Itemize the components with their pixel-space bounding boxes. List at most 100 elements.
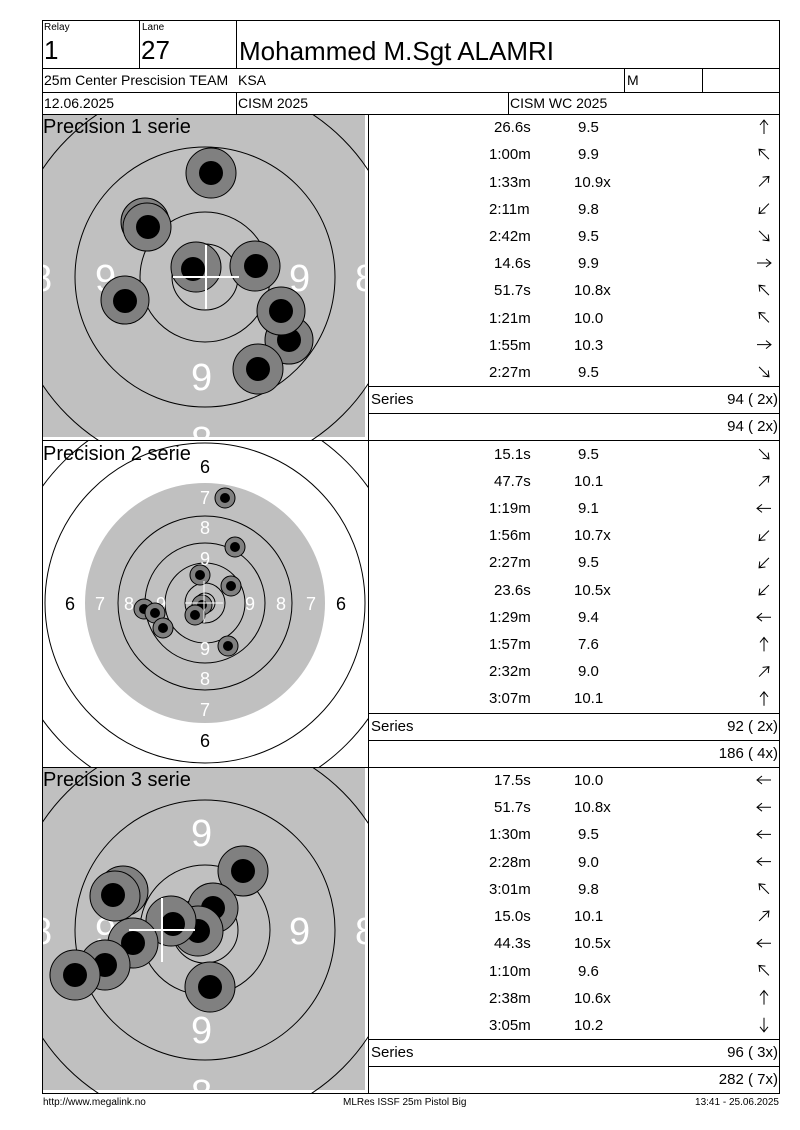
ring-label: 9	[289, 258, 310, 300]
direction-arrow-up-right-icon	[758, 666, 770, 677]
footer-timestamp: 13:41 - 25.06.2025	[695, 1097, 779, 1108]
shot-time: 3:01m	[489, 881, 531, 898]
shot-score: 7.6	[578, 636, 599, 653]
shot-time: 2:27m	[489, 364, 531, 381]
shot-score: 9.5	[578, 119, 599, 136]
shot-holes	[100, 147, 314, 395]
shot-time: 1:55m	[489, 337, 531, 354]
ring-label: 7	[200, 700, 210, 720]
direction-arrow-left-icon	[756, 938, 771, 948]
direction-arrow-up-right-icon	[758, 910, 770, 922]
shot-score: 9.9	[578, 255, 599, 272]
lane-number: 27	[141, 35, 170, 65]
shot-time: 14.6s	[494, 255, 531, 272]
shot-time: 47.7s	[494, 473, 531, 490]
shot-time: 1:57m	[489, 636, 531, 653]
ring-label: 6	[200, 457, 210, 477]
event-name: 25m Center Prescision TEAM	[44, 73, 229, 87]
shot-hole	[256, 286, 306, 336]
shot-score: 9.0	[578, 854, 599, 871]
direction-arrow-down-left-icon	[758, 557, 770, 569]
direction-arrow-right-icon	[757, 258, 772, 268]
direction-arrow-down-right-icon	[758, 448, 770, 460]
ring-label: 9	[156, 594, 166, 614]
relay-label: Relay	[44, 22, 70, 33]
shot-time: 51.7s	[494, 799, 531, 816]
direction-arrow-up-left-icon	[758, 284, 770, 296]
shot-score: 10.7x	[574, 527, 611, 544]
shot-score: 9.1	[578, 500, 599, 517]
shot-time: 1:19m	[489, 500, 531, 517]
shot-hole	[217, 845, 269, 897]
shot-score: 9.0	[578, 663, 599, 680]
series-label: Series	[371, 391, 414, 408]
shot-hole	[100, 275, 150, 325]
shot-hole	[185, 147, 237, 199]
target-series-2: 6 7 8 9 6 7 8 9 9 8 7 6 9 8 7 6	[43, 441, 368, 767]
shot-time: 3:07m	[489, 690, 531, 707]
shot-hole	[214, 487, 236, 509]
ring-label: 8	[200, 518, 210, 538]
shot-score: 10.5x	[574, 582, 611, 599]
ring-label: 8	[43, 258, 52, 300]
arrows-series-1	[757, 119, 772, 378]
ring-label: 6	[336, 594, 346, 614]
shot-score: 10.1	[574, 690, 604, 707]
series-total: 92 ( 2x)	[727, 718, 778, 735]
nation: KSA	[238, 72, 267, 88]
shot-time: 1:33m	[489, 174, 531, 191]
target-series-1: 9 9 9 8 8 8	[43, 115, 368, 440]
group-center-cross	[173, 245, 239, 309]
shot-score: 9.5	[578, 364, 599, 381]
direction-arrow-up-right-icon	[758, 475, 770, 487]
direction-arrow-up-icon	[759, 636, 769, 652]
ring-label: 8	[355, 258, 368, 300]
arrows-series-2	[756, 448, 771, 706]
group-center-cross	[129, 898, 195, 962]
shot-time: 15.0s	[494, 908, 531, 925]
direction-arrow-up-right-icon	[758, 175, 770, 187]
shot-time: 2:38m	[489, 990, 531, 1007]
competition: CISM 2025	[238, 95, 309, 111]
shot-hole	[152, 617, 174, 639]
shot-time: 17.5s	[494, 772, 531, 789]
shot-score: 9.4	[578, 609, 599, 626]
direction-arrow-up-icon	[759, 119, 769, 134]
shot-score: 9.9	[578, 146, 599, 163]
shot-hole	[229, 240, 281, 292]
footer-software: MLRes ISSF 25m Pistol Big	[343, 1097, 467, 1108]
ring-label: 9	[191, 1010, 212, 1052]
direction-arrow-left-icon	[756, 504, 771, 513]
ring-label: 9	[245, 594, 255, 614]
shot-hole	[224, 536, 246, 558]
shooter-name: Mohammed M.Sgt ALAMRI	[239, 36, 554, 66]
shot-time: 2:27m	[489, 554, 531, 571]
shot-hole	[49, 949, 101, 1001]
shot-time: 1:29m	[489, 609, 531, 626]
ring-label: 6	[200, 731, 210, 751]
series-1-title: Precision 1 serie	[43, 116, 191, 138]
shot-score: 10.2	[574, 1017, 604, 1034]
shot-hole	[217, 635, 239, 657]
shot-score: 9.5	[578, 554, 599, 571]
direction-arrow-up-icon	[759, 989, 769, 1005]
ring-label: 9	[191, 357, 212, 399]
shot-hole	[220, 575, 242, 597]
shot-score: 10.6x	[574, 990, 611, 1007]
shot-holes	[49, 845, 269, 1013]
group-center-cross	[185, 581, 223, 623]
shot-score: 9.8	[578, 881, 599, 898]
direction-arrow-up-left-icon	[758, 148, 770, 160]
shot-time: 2:42m	[489, 228, 531, 245]
target-series-3: 9 9 9 9 8 8 8	[43, 768, 368, 1093]
direction-arrow-right-icon	[757, 340, 772, 349]
shot-score: 9.5	[578, 228, 599, 245]
shot-score: 10.1	[574, 473, 604, 490]
footer-url[interactable]: http://www.megalink.no	[43, 1097, 146, 1108]
ring-label: 8	[124, 594, 134, 614]
shot-score: 10.1	[574, 908, 604, 925]
shot-hole	[232, 343, 284, 395]
ring-label: 8	[276, 594, 286, 614]
shot-time: 1:56m	[489, 527, 531, 544]
shot-score: 9.5	[578, 446, 599, 463]
